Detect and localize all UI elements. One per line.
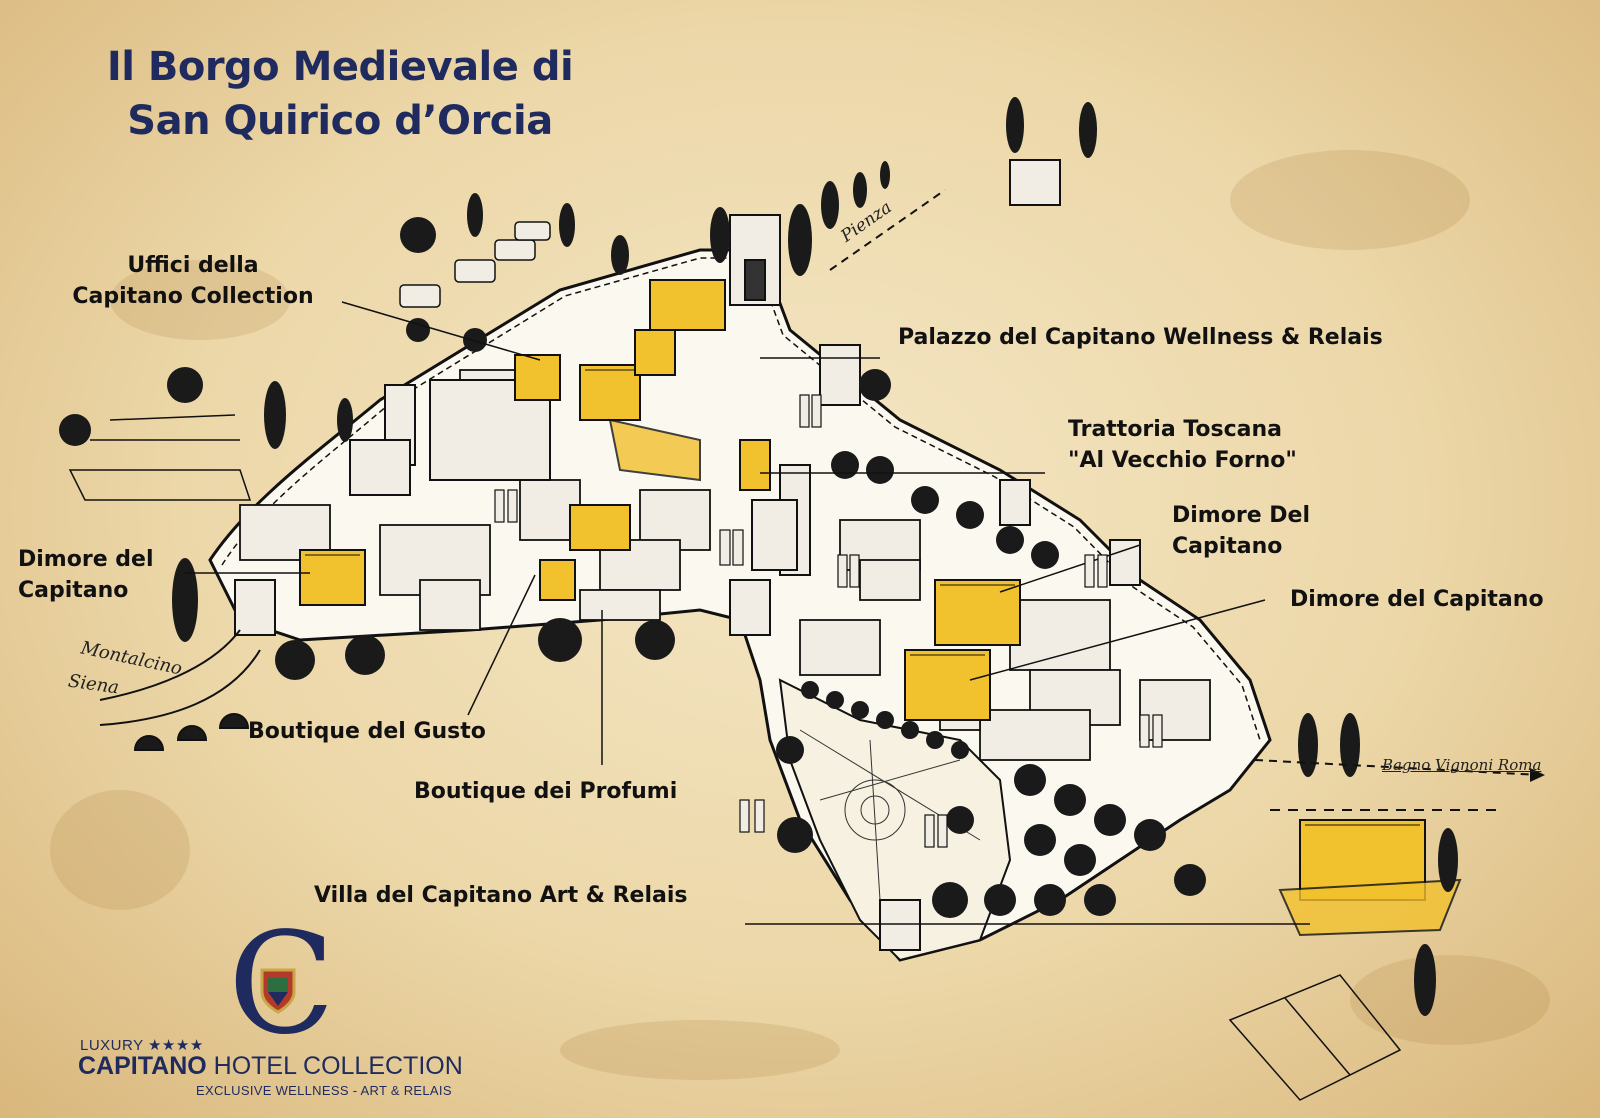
map-title-line1: Il Borgo Medievale di (106, 44, 574, 90)
map-title: Il Borgo Medievale di San Quirico d’Orci… (80, 40, 600, 148)
map-title-line2: San Quirico d’Orcia (127, 98, 553, 144)
label-dimore-left-line2: Capitano (18, 578, 129, 603)
leader-lines (185, 301, 1310, 925)
logo-tagline: EXCLUSIVE WELLNESS - ART & RELAIS (196, 1083, 452, 1098)
label-trattoria[interactable]: Trattoria Toscana "Al Vecchio Forno" (1068, 414, 1297, 476)
label-uffici-line2: Capitano Collection (72, 284, 314, 309)
label-villa[interactable]: Villa del Capitano Art & Relais (314, 883, 688, 908)
label-dimore-left[interactable]: Dimore del Capitano (18, 544, 153, 606)
logo-luxury-stars: LUXURY ★★★★ (80, 1037, 204, 1054)
label-dimore-right-line1: Dimore Del (1172, 503, 1310, 528)
label-dimore-right-line2: Capitano (1172, 534, 1283, 559)
logo-brand-rest: HOTEL COLLECTION (206, 1052, 463, 1080)
logo-brand-bold: CAPITANO (78, 1052, 207, 1080)
label-trattoria-line2: "Al Vecchio Forno" (1068, 448, 1297, 473)
tennis-court (1228, 974, 1402, 1101)
highlighted-buildings (299, 279, 1462, 937)
crest-icon (260, 968, 296, 1014)
logo-brand: CAPITANO HOTEL COLLECTION (78, 1052, 463, 1081)
label-dimore-right[interactable]: Dimore Del Capitano (1172, 500, 1310, 562)
route-bagno-roma: Bagno Vignoni Roma (1382, 756, 1542, 774)
label-boutique-gusto[interactable]: Boutique del Gusto (248, 719, 486, 744)
label-uffici[interactable]: Uffici della Capitano Collection (48, 250, 338, 312)
label-trattoria-line1: Trattoria Toscana (1068, 417, 1283, 442)
label-dimore-far-right[interactable]: Dimore del Capitano (1290, 587, 1544, 612)
label-palazzo[interactable]: Palazzo del Capitano Wellness & Relais (898, 325, 1383, 350)
label-dimore-left-line1: Dimore del (18, 547, 154, 572)
label-boutique-profumi[interactable]: Boutique dei Profumi (414, 779, 678, 804)
label-uffici-line1: Uffici della (127, 253, 259, 278)
